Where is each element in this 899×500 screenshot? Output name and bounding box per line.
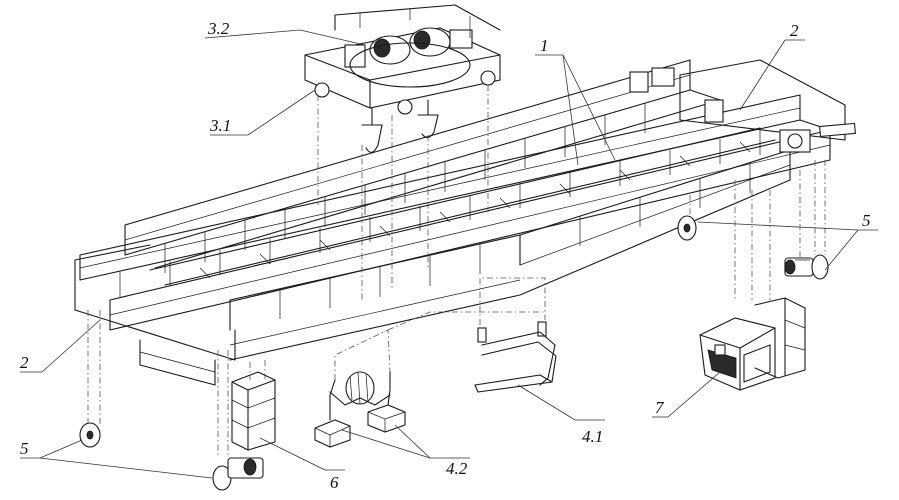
label-cabin: 7 xyxy=(655,398,665,417)
label-grab: 4.2 xyxy=(446,459,468,478)
label-wheel-left: 5 xyxy=(20,439,29,458)
assembly-lines xyxy=(87,85,826,455)
bridge-girders xyxy=(74,59,856,386)
label-trolley-hoist: 3.2 xyxy=(207,19,230,38)
label-ladder-cage: 6 xyxy=(330,473,339,492)
railing-posts xyxy=(119,103,761,319)
operator-cabin xyxy=(699,297,806,391)
label-end-beam-left: 2 xyxy=(20,353,29,372)
leader-lines xyxy=(20,29,878,479)
wheel-assembly-left xyxy=(79,422,264,491)
ladder-cage xyxy=(231,371,276,451)
label-wheel-right: 5 xyxy=(862,211,871,230)
label-end-beam-right: 2 xyxy=(790,21,799,40)
grab-bucket xyxy=(314,371,406,448)
label-trolley-frame: 3.1 xyxy=(209,116,231,135)
label-tongs: 4.1 xyxy=(582,427,603,446)
rail-ties xyxy=(199,141,751,279)
trolley xyxy=(304,4,501,153)
tongs xyxy=(474,321,557,393)
wheel-assembly-right xyxy=(677,215,829,280)
callout-labels: 3.2 3.1 1 2 5 2 5 6 4.2 4.1 7 xyxy=(20,19,871,492)
bridge-drive-machinery xyxy=(629,67,811,153)
label-bridge: 1 xyxy=(540,36,549,55)
